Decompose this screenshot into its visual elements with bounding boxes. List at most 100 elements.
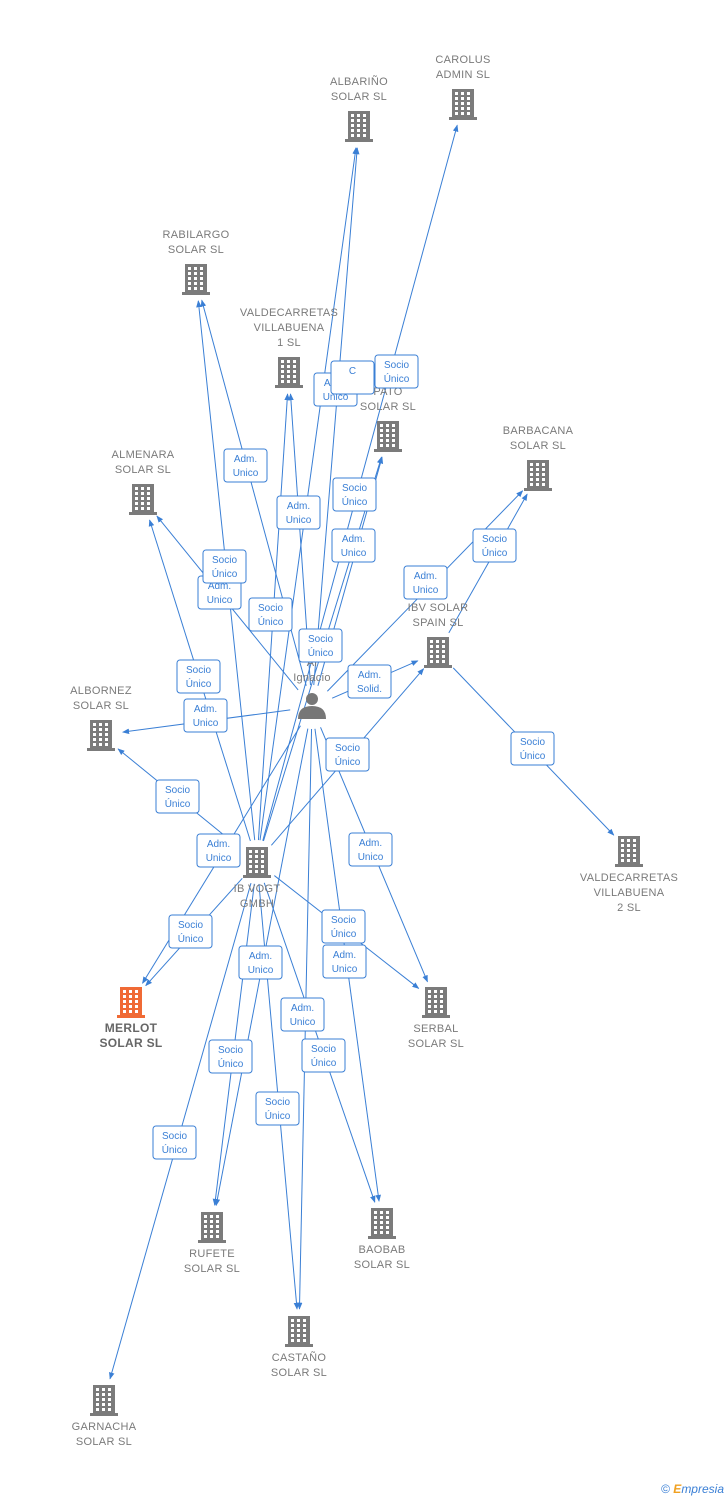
edge-label-3[interactable]: Adm.Unico (223, 448, 268, 483)
node-label-valdecarretas1-1: VILLABUENA (254, 322, 325, 334)
node-label-serbal-0: SERBAL (413, 1023, 458, 1035)
building-icon (243, 847, 271, 878)
edge-label-8[interactable]: Adm.Unico (403, 565, 448, 600)
edge-label-text-21-0: Socio (178, 920, 203, 931)
edge-label-text-27-0: Socio (311, 1044, 336, 1055)
edge-label-6[interactable]: Adm.Unico (331, 528, 376, 563)
node-label-albornez-0: ALBORNEZ (70, 685, 132, 697)
building-icon (424, 637, 452, 668)
edge-label-text-19-0: Adm. (207, 839, 230, 850)
node-label-barbacana-0: BARBACANA (503, 425, 574, 437)
edge-label-text-5-1: Único (342, 495, 368, 508)
edge-label-text-11-1: Único (212, 567, 238, 580)
node-label-albarino-1: SOLAR SL (331, 91, 387, 103)
edge-label-text-28-0: Socio (265, 1097, 290, 1108)
edge-label-25[interactable]: Adm.Unico (280, 997, 325, 1032)
edge-label-23[interactable]: Adm.Unico (238, 945, 283, 980)
node-label-valdecarretas2-1: VILLABUENA (594, 887, 665, 899)
node-label-valdecarretas2-2: 2 SL (617, 902, 641, 914)
node-label-barbacana-1: SOLAR SL (510, 440, 566, 452)
building-icon (524, 460, 552, 491)
node-barbacana[interactable]: BARBACANA SOLAR SL (503, 425, 574, 491)
node-label-serbal-1: SOLAR SL (408, 1038, 464, 1050)
building-icon (345, 111, 373, 142)
node-label-person-1: Al (307, 657, 317, 669)
node-label-rufete-0: RUFETE (189, 1248, 235, 1260)
edge-label-15[interactable]: Adm.Solid. (347, 664, 392, 699)
edge-label-text-8-0: Adm. (414, 571, 437, 582)
edge-label-text-29-1: Único (162, 1143, 188, 1156)
node-label-garnacha-0: GARNACHA (72, 1421, 137, 1433)
edge-label-2[interactable]: C (330, 360, 375, 395)
node-person[interactable]: DeAlIgnacio (293, 642, 331, 719)
edge-label-text-6-0: Adm. (342, 534, 365, 545)
edge-label-text-13-0: Socio (308, 634, 333, 645)
edge-label-4[interactable]: Adm.Unico (276, 495, 321, 530)
edge-label-text-26-1: Único (218, 1057, 244, 1070)
edge-label-text-26-0: Socio (218, 1045, 243, 1056)
node-label-rabilargo-0: RABILARGO (163, 229, 230, 241)
footer-brand[interactable]: © Empresia (661, 1482, 724, 1496)
edge-label-text-22-1: Único (331, 927, 357, 940)
edge-label-text-12-0: Socio (186, 665, 211, 676)
edge-label-19[interactable]: Adm.Unico (196, 833, 241, 868)
node-label-almenara-0: ALMENARA (112, 449, 175, 461)
node-label-pato-0: PATO (373, 386, 402, 398)
edge-label-14[interactable]: Adm.Unico (183, 698, 228, 733)
edge-label-24[interactable]: Adm.Unico (322, 944, 367, 979)
edge-label-20[interactable]: Adm.Unico (348, 832, 393, 867)
node-label-baobab-1: SOLAR SL (354, 1259, 410, 1271)
node-serbal[interactable]: SERBAL SOLAR SL (408, 987, 464, 1050)
edge-label-text-7-0: Socio (258, 603, 283, 614)
edge-label-text-27-1: Único (311, 1056, 337, 1069)
edge-label-text-7-1: Único (258, 615, 284, 628)
edge-label-text-24-1: Unico (332, 964, 358, 975)
edge-label-text-2-0: C (349, 366, 356, 377)
building-icon (198, 1212, 226, 1243)
building-icon (374, 421, 402, 452)
edge-label-text-29-0: Socio (162, 1131, 187, 1142)
edge-label-text-17-0: Socio (520, 737, 545, 748)
node-label-carolus-0: CAROLUS (435, 54, 490, 66)
edge-label-text-25-1: Unico (290, 1017, 316, 1028)
node-label-valdecarretas1-2: 1 SL (277, 337, 301, 349)
edge-label-text-1-0: Socio (384, 360, 409, 371)
building-icon (615, 836, 643, 867)
edge-label-text-4-0: Adm. (287, 501, 310, 512)
edge-label-text-10-1: Unico (207, 595, 233, 606)
edge-label-text-10-0: Adm. (208, 581, 231, 592)
